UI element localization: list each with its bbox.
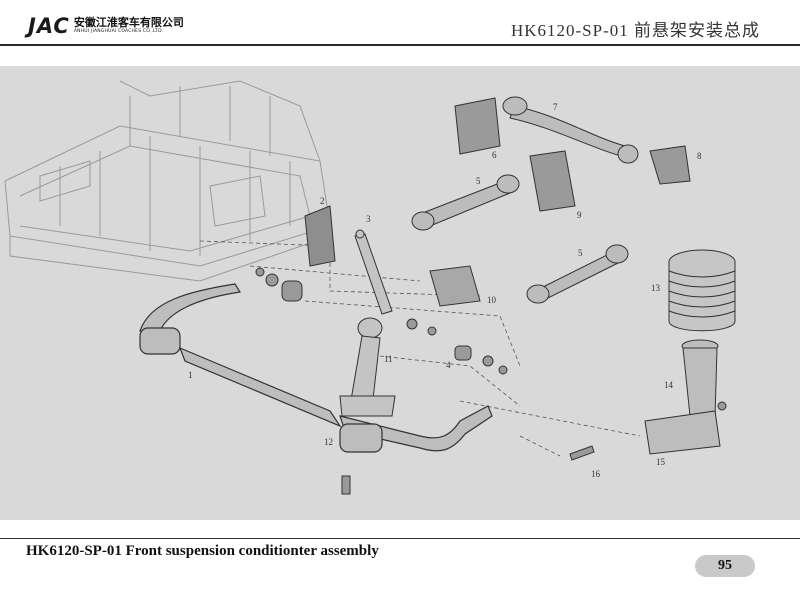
callout-8: 8 xyxy=(697,151,702,161)
chassis-frame-outline xyxy=(4,80,331,282)
bracket-10 xyxy=(429,265,481,307)
footer-rule xyxy=(0,538,800,539)
fasteners xyxy=(255,267,727,495)
callout-11: 11 xyxy=(384,354,393,364)
logo-mark: JAC xyxy=(28,14,70,38)
callout-2: 2 xyxy=(320,196,325,206)
company-logo: JAC 安徽江淮客车有限公司 ANHUI JIANGHUAI COACHES C… xyxy=(28,14,184,38)
stabilizer-link xyxy=(339,317,396,417)
callout-labels: 1 2 3 4 5 5 6 7 8 9 10 11 12 13 14 15 16 xyxy=(188,102,702,479)
callout-4: 4 xyxy=(446,360,451,370)
callout-14: 14 xyxy=(664,380,674,390)
shock-absorber xyxy=(354,229,393,315)
callout-16: 16 xyxy=(591,469,601,479)
callout-3: 3 xyxy=(366,214,371,224)
bracket-2 xyxy=(304,205,336,267)
spring-mount xyxy=(644,339,721,455)
callout-7: 7 xyxy=(553,102,558,112)
callout-6: 6 xyxy=(492,150,497,160)
page-number: 95 xyxy=(695,555,755,577)
document-title: HK6120-SP-01 前悬架安装总成 xyxy=(510,21,760,40)
callout-12: 12 xyxy=(324,437,333,447)
stabilizer-bar xyxy=(139,283,493,453)
control-arms xyxy=(411,174,629,304)
callout-15: 15 xyxy=(656,457,666,467)
company-name-cn: 安徽江淮客车有限公司 xyxy=(73,16,184,29)
callout-9: 9 xyxy=(577,210,582,220)
header-rule xyxy=(0,44,800,46)
exploded-view-drawing: 1 2 3 4 5 5 6 7 8 9 10 11 12 13 14 15 16 xyxy=(0,66,800,520)
company-name-en: ANHUI JIANGHUAI COACHES CO.,LTD. xyxy=(73,29,164,34)
callout-5a: 5 xyxy=(476,176,481,186)
exploded-view-svg: 1 2 3 4 5 5 6 7 8 9 10 11 12 13 14 15 16 xyxy=(4,80,736,495)
callout-1: 1 xyxy=(188,370,193,380)
figure-caption: HK6120-SP-01 Front suspension conditiont… xyxy=(26,543,379,559)
callout-10: 10 xyxy=(487,295,497,305)
air-spring xyxy=(668,249,736,332)
brackets xyxy=(454,97,691,212)
callout-13: 13 xyxy=(651,283,661,293)
page-header: JAC 安徽江淮客车有限公司 ANHUI JIANGHUAI COACHES C… xyxy=(0,0,800,46)
upper-arm xyxy=(502,96,639,164)
callout-5b: 5 xyxy=(578,248,583,258)
